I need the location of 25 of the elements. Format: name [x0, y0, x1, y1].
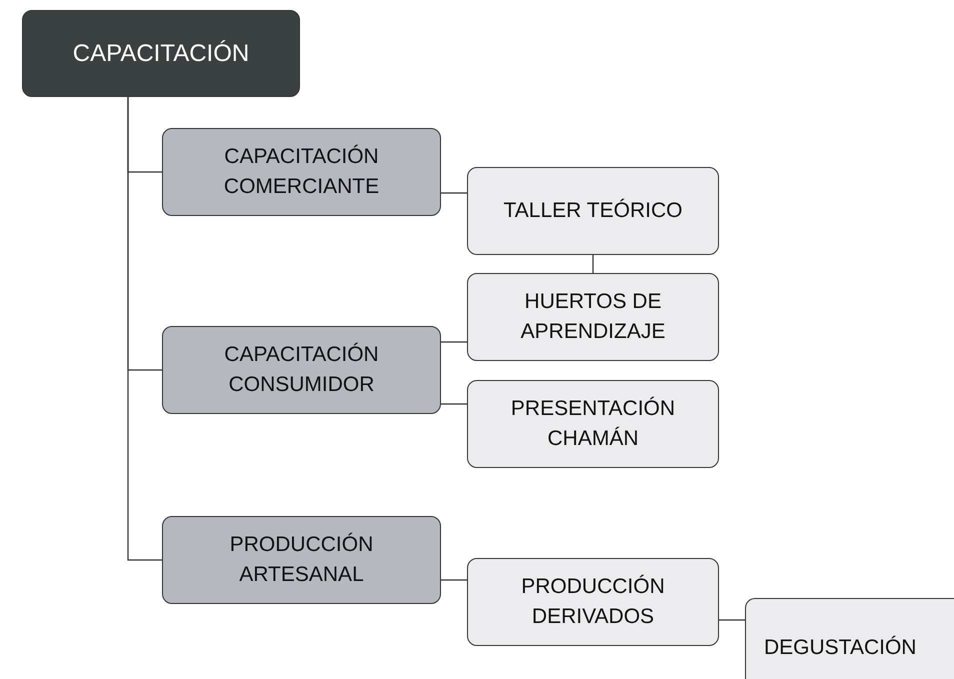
node-label: CAPACITACIÓN CONSUMIDOR — [223, 342, 380, 398]
node-label: HUERTOS DE APRENDIZAJE — [520, 289, 666, 345]
node-label: TALLER TEÓRICO — [504, 198, 682, 224]
connector-line — [592, 255, 594, 273]
node-label: DEGUSTACIÓN — [764, 634, 916, 661]
process-box — [467, 167, 719, 255]
process-box — [467, 273, 719, 361]
node-label: PRODUCCIÓN DERIVADOS — [520, 574, 666, 630]
process-box — [162, 128, 441, 216]
node-label: PRESENTACIÓN CHAMÁN — [510, 396, 676, 452]
connector-line — [719, 619, 745, 621]
connector-line — [441, 579, 467, 581]
node-label: CAPACITACIÓN COMERCIANTE — [222, 144, 380, 200]
connector-line — [441, 341, 467, 343]
process-box — [467, 558, 719, 646]
process-box — [162, 516, 441, 604]
connector-line — [441, 403, 467, 405]
connector-line — [127, 97, 162, 561]
process-box — [745, 598, 954, 679]
node-label: CAPACITACIÓN — [72, 38, 250, 68]
connector-line — [441, 192, 467, 194]
node-label: PRODUCCIÓN ARTESANAL — [228, 532, 374, 588]
process-box — [22, 10, 300, 97]
process-box — [162, 326, 441, 414]
process-box — [467, 380, 719, 468]
